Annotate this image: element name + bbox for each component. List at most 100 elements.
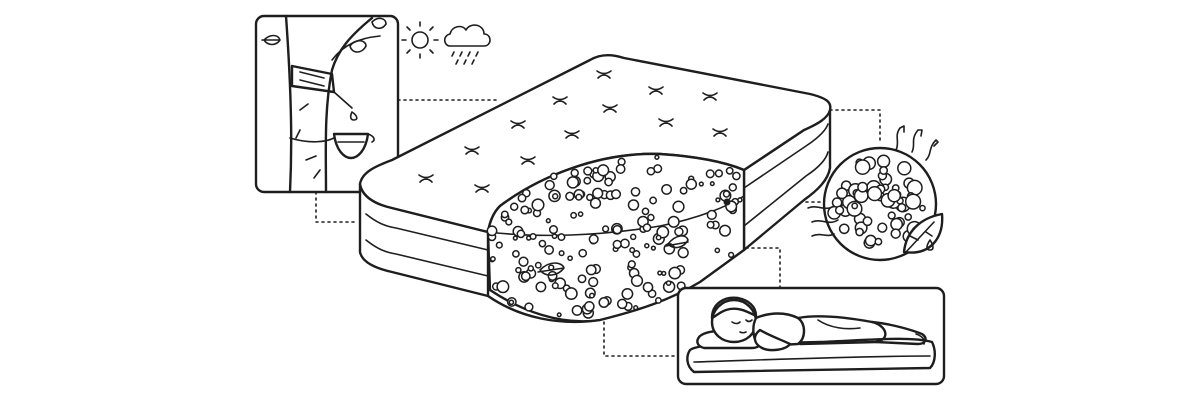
cell-bubble [864, 234, 877, 247]
tuft-icon [474, 184, 490, 193]
foam-bubble [715, 197, 721, 203]
foam-bubble [714, 247, 721, 254]
foam-bubble [583, 176, 592, 185]
foam-bubble [558, 250, 565, 257]
foam-bubble [616, 298, 628, 310]
tuft-icon [648, 86, 664, 95]
tuft-icon [702, 92, 718, 101]
tuft-icon [510, 120, 526, 129]
cell-bubble [836, 187, 848, 200]
foam-bubble [565, 191, 575, 201]
foam-bubble [665, 280, 672, 286]
foam-bubble [679, 186, 688, 195]
foam-bubble [508, 299, 515, 306]
cell-bubble [834, 205, 845, 215]
foam-bubble [495, 241, 503, 249]
foam-bubble [571, 304, 583, 316]
cell-bubble [879, 166, 889, 175]
foam-bubble [698, 181, 704, 187]
cell-bubble [866, 185, 883, 202]
leaf-icon [371, 17, 387, 30]
foam-bubble [654, 154, 660, 160]
tree-icon [284, 14, 293, 194]
foam-bubble [534, 261, 542, 269]
foam-bubble [632, 250, 641, 258]
foam-bubble [500, 210, 509, 219]
cell-bubble [857, 181, 869, 193]
foam-bubble [657, 270, 663, 276]
feet [915, 333, 926, 345]
cell-bubble [904, 193, 922, 210]
cell-bubble [851, 202, 859, 210]
foam-bubble [627, 199, 640, 211]
foam-bubble [629, 247, 636, 254]
foam-bubble [577, 211, 584, 217]
core-marker-dot [723, 198, 731, 206]
foam-bubble [486, 225, 498, 237]
foam-bubble [727, 251, 735, 259]
collection-cup [332, 132, 370, 160]
tuft-icon [658, 118, 674, 127]
cell-bubble [897, 203, 907, 213]
connector-top-to-circle [829, 109, 881, 143]
foam-bubble [551, 193, 559, 200]
tuft-icon [712, 128, 728, 137]
foam-bubble [604, 177, 614, 187]
foam-bubble [588, 276, 599, 288]
foam-bubble [518, 256, 529, 267]
foam-bubble [531, 198, 545, 212]
foam-bubble [644, 242, 650, 249]
foam-bubble [642, 281, 654, 293]
foam-bubble [545, 218, 551, 224]
foam-bubble [718, 224, 732, 237]
foam-bubble [512, 250, 520, 258]
foam-bubble [517, 193, 527, 203]
tuft-icon [520, 156, 536, 165]
foam-bubble [583, 301, 595, 312]
foam-bubble [630, 274, 644, 287]
foam-bubble [601, 225, 610, 233]
foam-bubble [661, 183, 673, 195]
foam-bubble [722, 190, 731, 198]
foam-bubble [586, 193, 594, 202]
closed-eyes [731, 319, 753, 334]
foam-bubbles [486, 154, 743, 319]
foam-bubble [674, 226, 684, 237]
lower-legs [870, 320, 927, 346]
hair [710, 296, 758, 320]
foam-bubble [515, 266, 522, 274]
connector-base-to-sleeper [603, 309, 679, 357]
foam-bubble [668, 266, 682, 280]
foam-structure-circle [807, 125, 944, 262]
foam-bubble [598, 297, 610, 308]
mattress-tufts [418, 70, 728, 193]
foam-bubble [575, 193, 583, 201]
foam-bubble [529, 232, 537, 241]
foam-bubble [597, 164, 610, 177]
foam-bubble [728, 183, 738, 192]
foam-bubble [619, 238, 630, 249]
leaf-icon [537, 262, 565, 276]
leaf-icon [261, 34, 281, 46]
leaf-drop-icon [902, 212, 944, 254]
foam-bubble [709, 181, 715, 187]
foam-bubble [706, 209, 717, 221]
cell-bubble [890, 228, 901, 239]
airflow-arrow-icon [807, 125, 939, 237]
foam-bubble [685, 178, 698, 190]
rain-cloud-icon [443, 24, 491, 65]
foam-bubble [661, 270, 667, 277]
leaf-icon [349, 39, 367, 53]
spout [333, 91, 353, 109]
foam-bubble [585, 264, 597, 276]
foam-bubble [564, 287, 578, 301]
tuft-icon [596, 70, 612, 79]
foam-bubble [677, 247, 689, 259]
latex-drop-icon [349, 111, 358, 121]
foam-bubble [544, 179, 555, 191]
foam-bubble [705, 169, 715, 179]
connector-tree-to-side [315, 191, 359, 223]
foam-bubble [551, 282, 559, 290]
foam-bubble [592, 187, 604, 199]
